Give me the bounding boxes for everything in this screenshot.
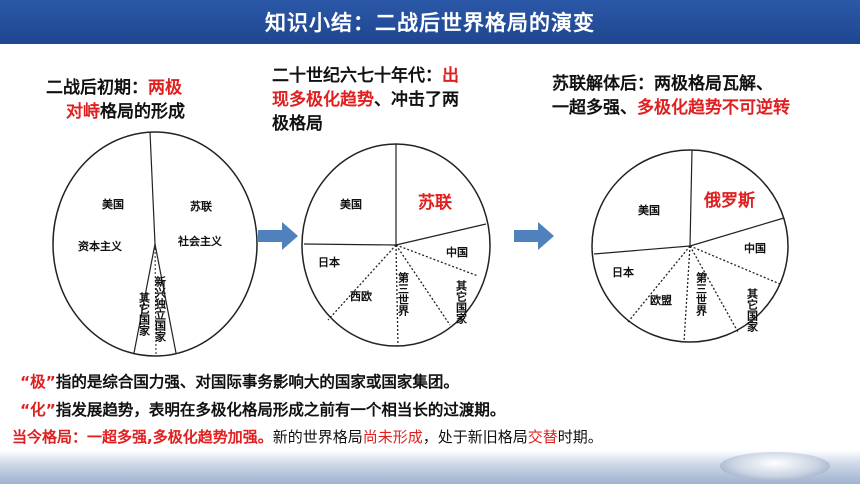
pie-60s70s-divider-dotted [395,244,451,326]
note-pole-text: 指的是综合国力强、对国际事务影响大的国家或国家集团。 [55,373,459,391]
arrow-1 [258,222,298,250]
heading-postwar: 二战后初期：两极 对峙格局的形成 [46,76,236,124]
pie-60s70s-divider [303,243,397,246]
pie-postwar-socialism: 社会主义 [177,234,223,248]
pie-postwar: 美国 资本主义 苏联 社会主义 新兴独立国家 其它国家 [52,131,258,357]
heading-60s70s: 二十世纪六七十年代：出 现多极化趋势、冲击了两 极格局 [272,64,532,136]
heading-postwar-part: 二战后初期： [46,78,148,98]
pie-post-ussr-usa: 美国 [638,203,660,217]
heading-post-ussr: 苏联解体后：两极格局瓦解、 一超多强、多极化趋势不可逆转 [552,72,852,120]
pie-post-ussr-divider-dotted [683,245,691,343]
arrow-2 [514,222,554,250]
summary-notes: “极”指的是综合国力强、对国际事务影响大的国家或国家集团。 “化”指发展趋势，表… [0,368,860,454]
pie-60s70s-divider-dotted [395,244,399,347]
pie-postwar-ussr: 苏联 [190,199,212,213]
pie-postwar-divider-dotted [154,243,157,357]
heading-post-ussr-part-2: 一超多强、 [552,98,637,118]
pie-post-ussr-divider [593,245,691,255]
heading-postwar-highlight: 两极 [148,78,182,98]
pie-post-ussr-divider [689,217,785,247]
pie-60s70s-third-world: 第三世界 [397,271,410,317]
pie-60s70s-western-europe: 西欧 [350,289,372,303]
note-pole: “极”指的是综合国力强、对国际事务影响大的国家或国家集团。 [20,370,459,392]
heading-60s70s-highlight-2: 现多极化趋势 [272,90,374,110]
pie-post-ussr-russia: 俄罗斯 [703,190,755,211]
pie-60s70s-divider-dotted [395,244,479,277]
footer-decoration [0,450,860,484]
footer-disc-decoration [720,452,830,480]
pie-60s70s-divider-dotted [327,244,397,321]
pie-post-ussr-divider [689,149,693,247]
pie-post-ussr-eu: 欧盟 [650,293,672,307]
pie-post-ussr-others: 其它国家 [746,287,759,333]
pie-postwar-newly-independent: 新兴独立国家 [154,275,168,343]
pie-post-ussr-china: 中国 [744,241,766,255]
note-current-text-3: 时期。 [557,428,603,446]
pie-post-ussr-divider-dotted [689,245,739,333]
pie-post-ussr-divider-dotted [627,245,691,323]
heading-60s70s-part-2: 、冲击了两 [374,90,459,110]
pie-post-ussr-japan: 日本 [612,265,634,279]
pie-postwar-capitalism: 资本主义 [78,239,123,253]
heading-60s70s-part: 二十世纪六七十年代： [272,66,442,86]
note-current-highlight-2: 交替 [527,428,558,446]
pie-60s70s-divider [395,223,487,246]
pie-post-ussr-divider-dotted [689,245,781,285]
heading-post-ussr-part: 苏联解体后：两极格局瓦解、 [552,74,773,94]
heading-post-ussr-highlight: 多极化趋势不可逆转 [637,98,790,118]
pie-postwar-others: 其它国家 [138,291,151,337]
arrow-1-shape [258,222,298,250]
page-title: 知识小结：二战后世界格局的演变 [265,11,595,35]
heading-postwar-part-2: 格局的形成 [100,102,185,122]
note-current-text-2: ，处于新旧格局 [422,428,528,446]
pie-postwar-usa: 美国 [102,197,124,211]
pie-60s70s-china: 中国 [446,245,468,259]
pie-60s70s-usa: 美国 [340,197,362,211]
pie-post-ussr: 美国 俄罗斯 日本 欧盟 第三世界 中国 其它国家 [591,149,789,343]
note-current-text: 新的世界格局 [272,428,363,446]
note-current-lead: 当今格局：一超多强,多极化趋势加强。 [12,428,273,446]
note-trend: “化”指发展趋势，表明在多极化格局形成之前有一个相当长的过渡期。 [20,398,505,420]
note-pole-term: “极” [20,373,56,391]
pie-60s70s-ussr: 苏联 [418,192,452,213]
heading-60s70s-highlight: 出 [442,66,459,86]
pie-postwar-divider [133,243,156,354]
title-bar: 知识小结：二战后世界格局的演变 [0,0,860,44]
pie-60s70s-others: 其它国家 [455,279,468,325]
arrow-2-shape [514,222,554,250]
heading-postwar-highlight-2: 对峙 [66,102,100,122]
pie-postwar-divider [154,243,177,354]
note-current: 当今格局：一超多强,多极化趋势加强。新的世界格局尚未形成，处于新旧格局交替时期。 [12,426,603,447]
note-current-highlight: 尚未形成 [362,428,423,446]
note-trend-term: “化” [20,401,56,419]
pie-postwar-divider [149,131,156,245]
pie-60s70s: 美国 苏联 日本 西欧 第三世界 中国 其它国家 [301,143,491,347]
note-trend-text: 指发展趋势，表明在多极化格局形成之前有一个相当长的过渡期。 [55,401,506,419]
pie-post-ussr-third-world: 第三世界 [695,271,708,317]
heading-60s70s-part-3: 极格局 [272,114,323,134]
pie-60s70s-japan: 日本 [318,255,340,269]
